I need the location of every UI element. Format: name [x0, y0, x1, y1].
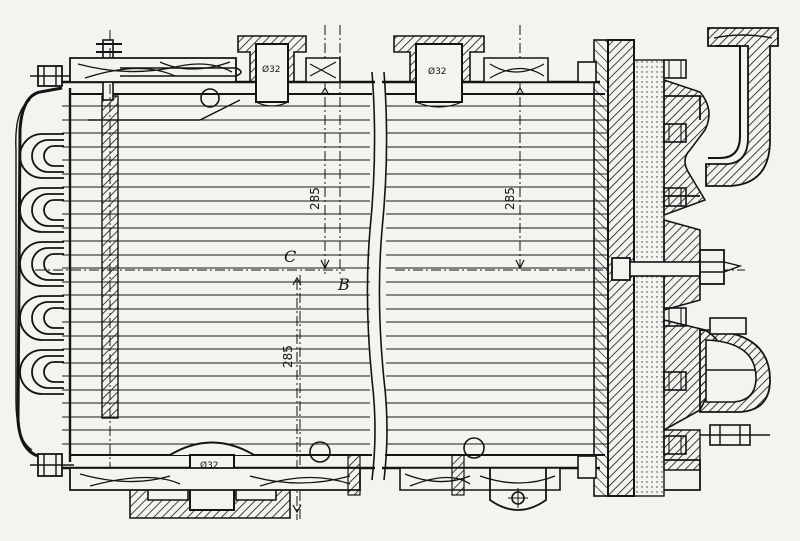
dimension-right-upper: 285	[503, 187, 517, 210]
flange-bolt-facet	[668, 60, 682, 78]
u-bend	[19, 241, 64, 287]
u-bend	[43, 199, 64, 221]
flange-bolt	[663, 59, 687, 79]
point-label-c: C	[284, 247, 296, 266]
u-bend	[43, 307, 64, 329]
top-flange-right	[483, 57, 549, 83]
u-bend	[43, 145, 64, 167]
top-flange-left	[69, 57, 341, 83]
bolts-left	[30, 65, 74, 477]
point-label-b: B	[337, 275, 350, 294]
u-bend	[31, 139, 64, 173]
shell-left	[15, 80, 375, 470]
u-bend	[19, 187, 64, 233]
u-bend	[19, 349, 64, 395]
support-plate	[88, 39, 241, 419]
nozzle-mark-bottom: Ø32	[200, 460, 219, 471]
drain-plugs	[200, 88, 485, 463]
nozzle-mark-top-left: Ø32	[262, 64, 281, 75]
dimension-left-lower: 285	[281, 345, 295, 368]
head-flange	[577, 61, 701, 491]
lower-dome	[699, 317, 771, 446]
dimension-left-upper: 285	[308, 187, 322, 210]
u-bend	[31, 355, 64, 389]
annotation-labels: C B 285 285 285 Ø32 Ø32 Ø32	[200, 64, 517, 471]
bottom-flange	[69, 454, 561, 511]
top-nozzle-right	[393, 35, 485, 108]
nozzle-mark-top-right: Ø32	[428, 66, 447, 77]
outlet-elbow	[705, 27, 779, 187]
u-bend	[19, 133, 64, 179]
top-nozzle-left	[237, 35, 307, 107]
u-bend	[43, 361, 64, 383]
tube-bundle	[62, 105, 608, 445]
u-bend	[19, 295, 64, 341]
stud-bolt	[611, 249, 743, 285]
u-bend	[31, 247, 64, 281]
u-bend	[43, 253, 64, 275]
u-bend	[31, 193, 64, 227]
u-bends	[19, 133, 64, 395]
u-bend	[31, 301, 64, 335]
